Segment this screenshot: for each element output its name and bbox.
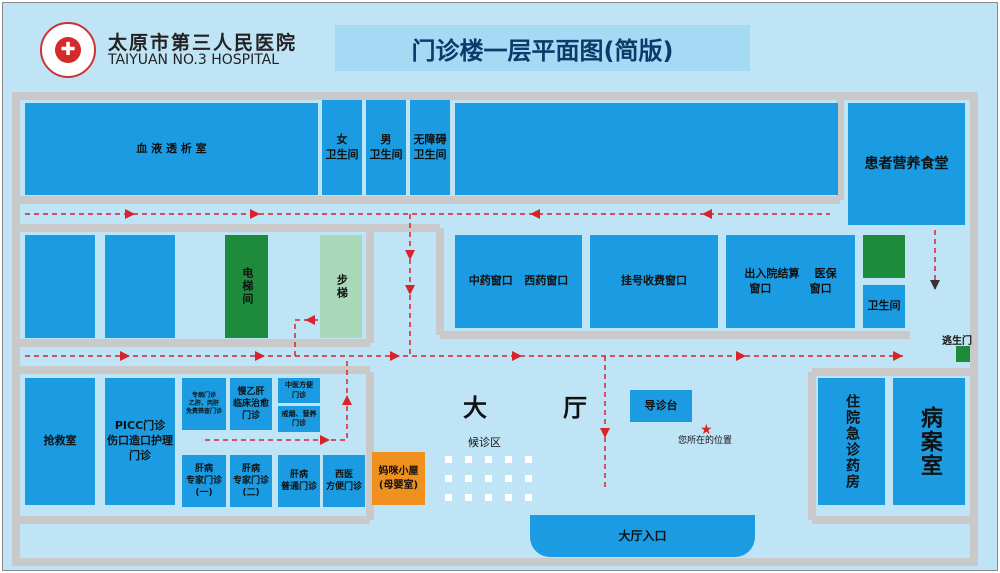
room-inpatient-pharmacy: 住院急诊药房 xyxy=(818,378,885,505)
you-are-here-label: 您所在的位置 xyxy=(678,436,733,446)
room-mommy: 妈咪小屋 (母婴室) xyxy=(372,452,425,505)
room-liver-expert-2: 肝病 专家门诊 (二) xyxy=(230,455,272,507)
room-female-wc: 女 卫生间 xyxy=(322,100,362,195)
hospital-name-en: TAIYUAN NO.3 HOSPITAL xyxy=(108,52,280,68)
map-title: 门诊楼一层平面图(简版) xyxy=(335,25,750,71)
waiting-area-label: 候诊区 xyxy=(468,436,501,449)
room-stairs: 步梯 xyxy=(320,235,362,338)
room-western: 西医 方便门诊 xyxy=(323,455,365,507)
hall-entrance: 大厅入口 xyxy=(530,515,755,557)
room-smoking: 戒烟、营养 门诊 xyxy=(278,406,320,432)
room-unlabeled xyxy=(25,235,95,338)
waiting-seats xyxy=(445,456,532,501)
room-registration: 挂号收费窗口 xyxy=(590,235,718,328)
room-elevator: 电梯间 xyxy=(225,235,268,338)
walls xyxy=(12,92,978,566)
star-icon: ★ xyxy=(700,422,713,438)
room-unlabeled xyxy=(105,235,175,338)
guide-desk: 导诊台 xyxy=(630,390,692,422)
hall-label: 大 xyxy=(463,394,487,422)
room-dialysis: 血 液 透 析 室 xyxy=(25,103,318,195)
room-emergency: 抢救室 xyxy=(25,378,95,505)
hall-label: 厅 xyxy=(563,394,587,422)
room-hep-b: 慢乙肝 临床治愈 门诊 xyxy=(230,378,272,430)
hospital-logo: ✚ xyxy=(40,22,96,78)
room-settlement: 出入院结算 医保 窗口 窗口 xyxy=(726,235,855,328)
room-picc: PICC门诊 伤口造口护理 门诊 xyxy=(105,378,175,505)
route-arrows xyxy=(120,209,940,445)
room-wc: 卫生间 xyxy=(863,285,905,328)
route-lines xyxy=(25,213,936,490)
room-green xyxy=(863,235,905,278)
room-liver-expert-1: 肝病 专家门诊 (一) xyxy=(182,455,226,507)
exit-sign-icon xyxy=(956,346,970,362)
room-male-wc: 男 卫生间 xyxy=(366,100,406,195)
exit-door-label: 逃生门 xyxy=(942,336,972,347)
room-tcm: 中医方便 门诊 xyxy=(278,378,320,403)
room-unlabeled xyxy=(455,103,838,195)
room-hep-special: 专病门诊 乙肝、丙肝 免费筛查门诊 xyxy=(182,378,226,430)
room-accessible-wc: 无障碍 卫生间 xyxy=(410,100,450,195)
hospital-name: 太原市第三人民医院 xyxy=(108,32,298,54)
room-records: 病案室 xyxy=(893,378,965,505)
room-pharmacy: 中药窗口 西药窗口 xyxy=(455,235,582,328)
room-liver-general: 肝病 普通门诊 xyxy=(278,455,320,507)
room-canteen: 患者营养食堂 xyxy=(848,103,965,225)
